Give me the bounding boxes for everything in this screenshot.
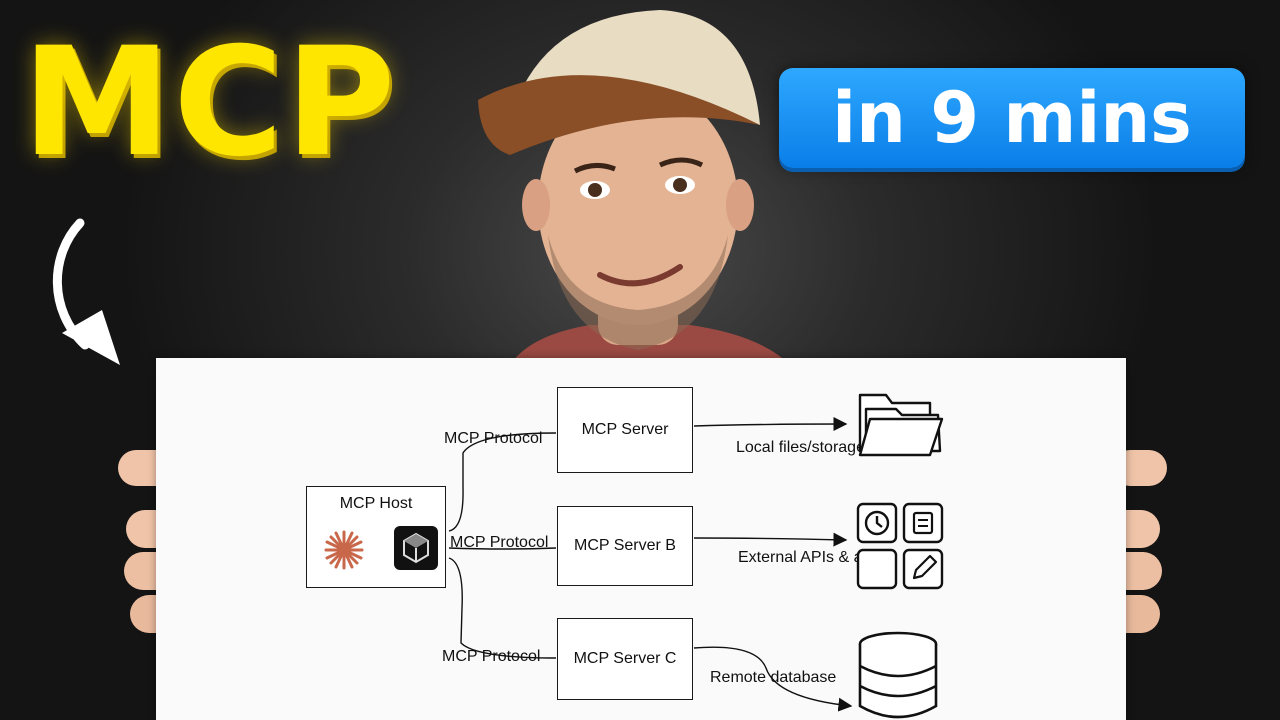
apps-grid-icon xyxy=(856,502,944,590)
protocol-label: MCP Protocol xyxy=(450,534,549,551)
connector-lines xyxy=(448,417,853,712)
database-icon xyxy=(858,631,938,719)
mcp-server-c-label: MCP Server C xyxy=(573,650,677,667)
mcp-server-a-box: MCP Server xyxy=(557,387,693,473)
mcp-server-c-box: MCP Server C xyxy=(557,618,693,700)
folder-icon xyxy=(858,393,944,457)
presenter-figure xyxy=(478,10,790,365)
mcp-server-b-box: MCP Server B xyxy=(557,506,693,586)
headline-text: MCP xyxy=(22,16,398,190)
target-label-remote-database: Remote database xyxy=(710,669,837,686)
mcp-host-label: MCP Host xyxy=(339,495,413,512)
protocol-label: MCP Protocol xyxy=(442,648,541,665)
cube-app-icon xyxy=(394,526,438,570)
protocol-label: MCP Protocol xyxy=(444,430,543,447)
mcp-server-a-label: MCP Server xyxy=(581,421,669,438)
duration-badge-text: in 9 mins xyxy=(832,77,1192,159)
target-label-local-files: Local files/storage xyxy=(736,439,865,456)
architecture-diagram: MCP Host MCP Protocol MCP Protocol MCP P… xyxy=(156,358,1126,720)
mcp-server-b-label: MCP Server B xyxy=(574,537,676,554)
curved-arrow-icon xyxy=(52,218,120,365)
target-label-external-apis: External APIs & apps xyxy=(738,549,889,566)
claude-sunburst-icon xyxy=(324,530,364,570)
duration-badge: in 9 mins xyxy=(779,68,1245,168)
